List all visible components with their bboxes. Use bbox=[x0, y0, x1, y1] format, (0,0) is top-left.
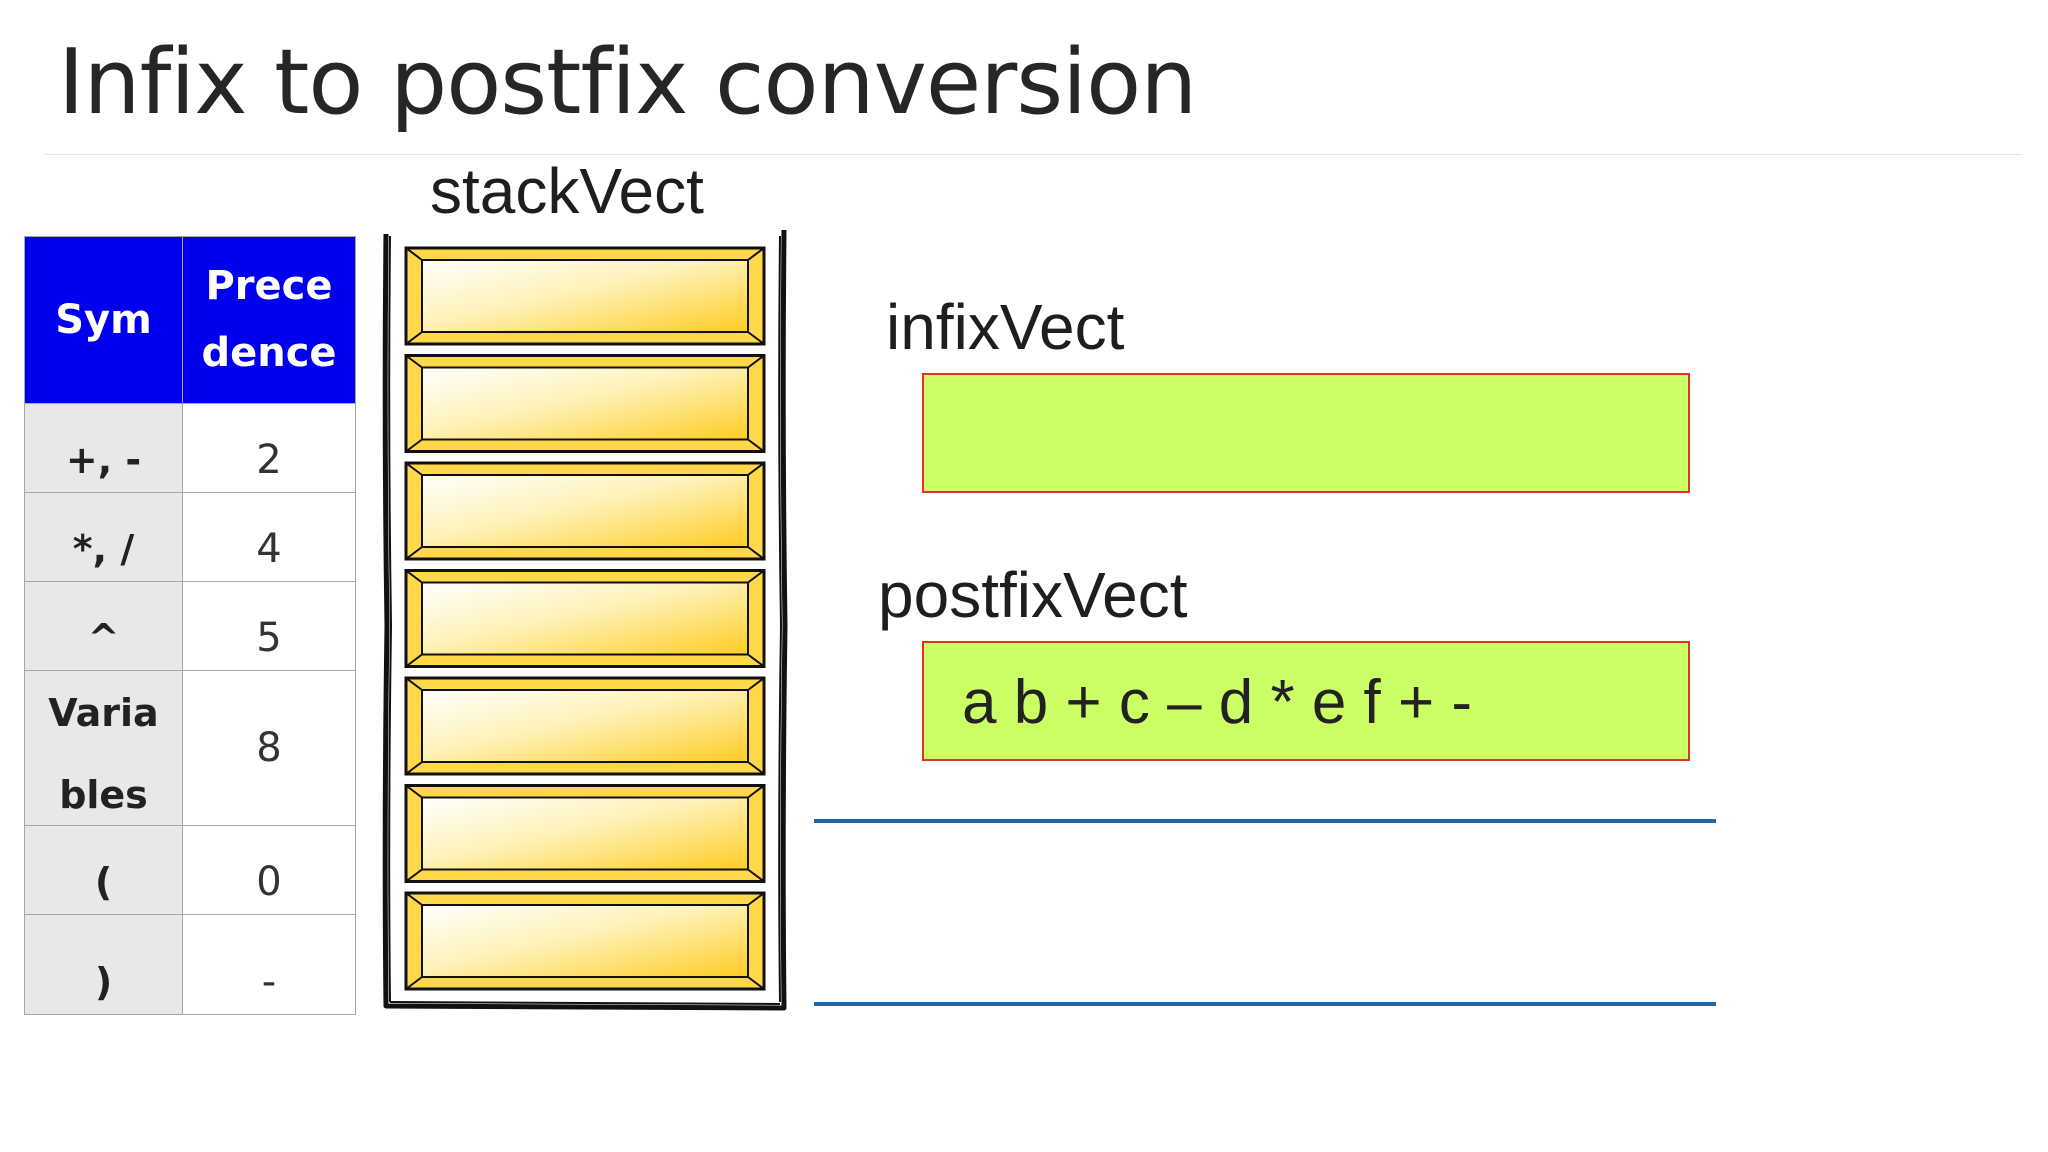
prec-cell: 5 bbox=[182, 581, 356, 671]
table-row: *, / 4 bbox=[24, 492, 356, 582]
table-row: ( 0 bbox=[24, 825, 356, 915]
sym-cell: *, / bbox=[24, 492, 183, 582]
prec-cell: 8 bbox=[182, 670, 356, 826]
sym-cell: Varia bles bbox=[24, 670, 183, 826]
table-row: ) - bbox=[24, 914, 356, 1015]
slide-title: Infix to postfix conversion bbox=[58, 30, 1197, 135]
stack-slot bbox=[404, 246, 766, 346]
sym-cell: ) bbox=[24, 914, 183, 1015]
stack-slot bbox=[404, 676, 766, 776]
stack-label: stackVect bbox=[430, 155, 704, 227]
prec-cell: 4 bbox=[182, 492, 356, 582]
postfix-label: postfixVect bbox=[878, 559, 1188, 631]
title-divider bbox=[44, 154, 2022, 155]
postfix-value: a b + c – d * e f + - bbox=[962, 668, 1473, 737]
sym-cell: ^ bbox=[24, 581, 183, 671]
table-row: ^ 5 bbox=[24, 581, 356, 671]
infix-label: infixVect bbox=[886, 291, 1125, 363]
prec-cell: 2 bbox=[182, 403, 356, 493]
stack-graphic bbox=[382, 229, 788, 1011]
stack-slot bbox=[404, 784, 766, 883]
stack-slot bbox=[404, 461, 766, 561]
table-row: Varia bles 8 bbox=[24, 670, 356, 826]
precedence-table: Sym Prece dence +, - 2 *, / 4 ^ 5 Varia … bbox=[24, 236, 356, 1015]
header-precedence: Prece dence bbox=[182, 236, 356, 404]
header-sym: Sym bbox=[24, 236, 183, 404]
stack-slot bbox=[404, 569, 766, 668]
lower-blue-line bbox=[814, 1002, 1716, 1006]
sym-cell: +, - bbox=[24, 403, 183, 493]
postfix-vect-box: a b + c – d * e f + - bbox=[922, 641, 1690, 761]
stack-vect bbox=[378, 226, 798, 1016]
prec-cell: - bbox=[182, 914, 356, 1015]
prec-cell: 0 bbox=[182, 825, 356, 915]
stack-slot bbox=[404, 354, 766, 453]
stack-slot bbox=[404, 891, 766, 991]
upper-blue-line bbox=[814, 819, 1716, 823]
sym-cell: ( bbox=[24, 825, 183, 915]
infix-vect-box bbox=[922, 373, 1690, 493]
table-row: +, - 2 bbox=[24, 403, 356, 493]
